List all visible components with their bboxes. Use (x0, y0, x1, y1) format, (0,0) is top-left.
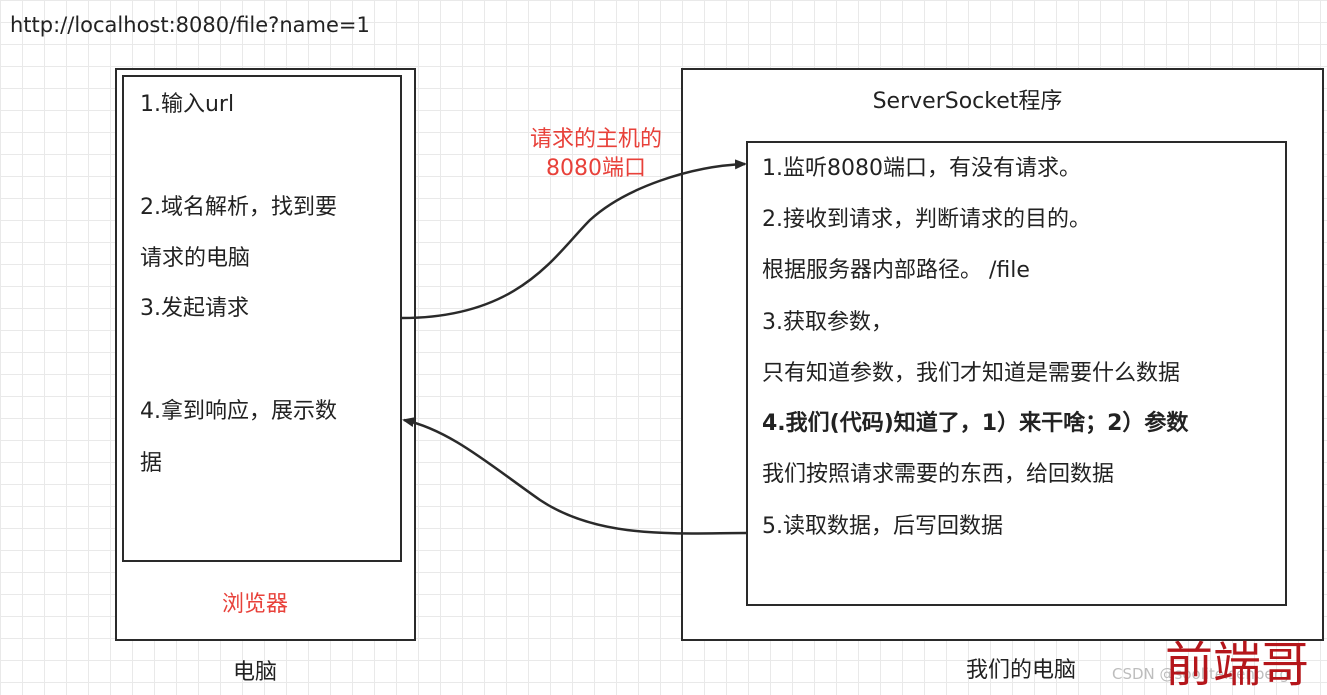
server-step-1: 1.监听8080端口，有没有请求。 (762, 156, 1081, 181)
browser-step-2b: 请求的电脑 (140, 246, 251, 271)
server-step-3: 3.获取参数， (762, 310, 893, 335)
server-computer-caption: 我们的电脑 (966, 658, 1077, 683)
request-label-line2: 8080端口 (546, 156, 646, 181)
browser-step-4a: 4.拿到响应，展示数 (140, 399, 337, 424)
browser-step-3: 3.发起请求 (140, 296, 249, 321)
server-step-4: 4.我们(代码)知道了，1）来干啥；2）参数 (762, 411, 1189, 436)
request-arrow (401, 159, 747, 320)
server-step-3-note: 只有知道参数，我们才知道是需要什么数据 (762, 361, 1181, 386)
server-program-box (746, 141, 1287, 606)
site-watermark: 前端哥 (1164, 637, 1309, 693)
server-step-2: 2.接收到请求，判断请求的目的。 (762, 207, 1091, 232)
csdn-watermark: CSDN @sooliteisenberg (1112, 665, 1290, 683)
browser-window-box (122, 75, 402, 562)
browser-computer-caption: 电脑 (233, 660, 278, 685)
response-arrow (402, 417, 747, 535)
request-url: http://localhost:8080/file?name=1 (10, 13, 370, 37)
browser-label: 浏览器 (222, 592, 289, 617)
server-step-5: 5.读取数据，后写回数据 (762, 514, 1003, 539)
server-step-2-path: 根据服务器内部路径。 /file (762, 258, 1030, 283)
request-label-line1: 请求的主机的 (529, 127, 662, 152)
browser-step-1: 1.输入url (140, 92, 235, 117)
server-program-title: ServerSocket程序 (872, 89, 1063, 114)
server-step-4-note: 我们按照请求需要的东西，给回数据 (762, 462, 1115, 487)
browser-step-2a: 2.域名解析，找到要 (140, 195, 337, 220)
browser-step-4b: 据 (140, 451, 163, 476)
